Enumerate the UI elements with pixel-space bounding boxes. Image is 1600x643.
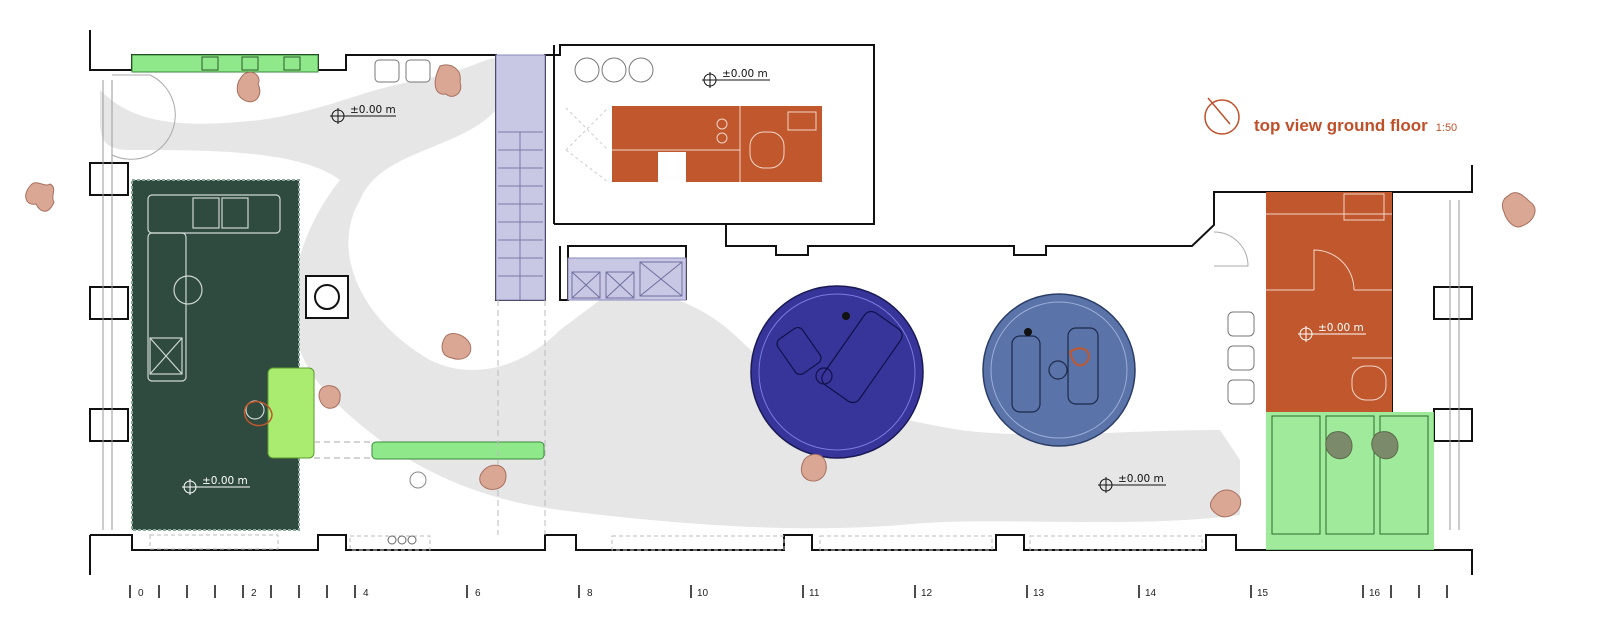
orange-kitchen <box>612 106 822 182</box>
round-table-2 <box>982 293 1136 447</box>
level-label-4: ±0.00 m <box>1318 322 1364 334</box>
scale-tick-12: 12 <box>921 588 933 599</box>
green-shelf-top <box>131 54 319 73</box>
level-marker-icon <box>330 72 1166 493</box>
scale-tick-2: 2 <box>251 588 257 599</box>
scale-tick-11: 11 <box>809 588 820 599</box>
green-showers <box>1266 412 1434 550</box>
round-table-1 <box>750 285 924 459</box>
scale-tick-10: 10 <box>697 588 709 599</box>
column-block <box>305 275 349 319</box>
circulation-area <box>100 58 1240 529</box>
door-right <box>1213 231 1249 267</box>
scale-bar <box>129 585 1448 598</box>
level-label-5: ±0.00 m <box>1118 473 1164 485</box>
orange-bathroom <box>1266 192 1392 412</box>
plan-scale: 1:50 <box>1435 122 1458 134</box>
window-piers <box>89 162 1473 442</box>
scale-tick-14: 14 <box>1145 588 1157 599</box>
door-left <box>111 74 176 160</box>
level-label-1: ±0.00 m <box>350 104 396 116</box>
plan-title-text: top view ground floor <box>1254 116 1428 135</box>
scale-tick-4: 4 <box>363 588 369 599</box>
green-table <box>267 367 315 459</box>
plan-title: top view ground floor 1:50 <box>1254 116 1457 136</box>
scale-tick-8: 8 <box>587 588 593 599</box>
scale-tick-6: 6 <box>475 588 481 599</box>
scale-tick-13: 13 <box>1033 588 1045 599</box>
person-icon <box>25 64 1536 518</box>
scale-tick-15: 15 <box>1257 588 1269 599</box>
north-arrow-icon <box>1204 97 1240 135</box>
level-label-2: ±0.00 m <box>722 68 768 80</box>
scale-tick-0: 0 <box>138 588 144 599</box>
level-label-3: ±0.00 m <box>202 475 248 487</box>
dark-green-zone <box>131 179 300 531</box>
green-bench <box>371 441 545 460</box>
scale-tick-16: 16 <box>1369 588 1381 599</box>
